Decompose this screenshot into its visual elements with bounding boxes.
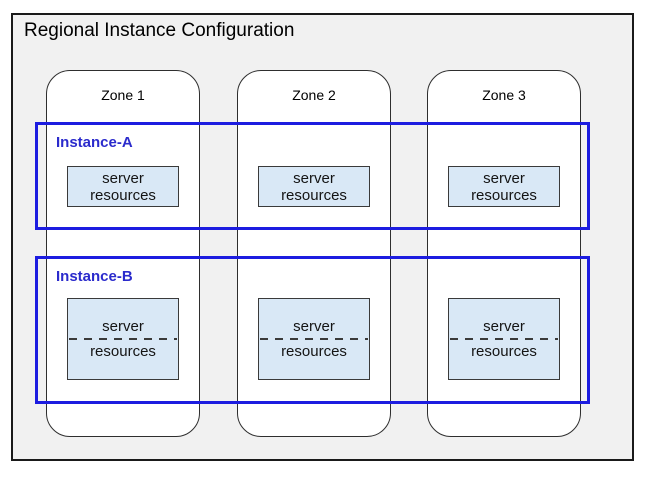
server-resources-box: server resources [448, 166, 560, 207]
instance-b-label: Instance-B [56, 268, 133, 285]
zone-3-label: Zone 3 [482, 87, 526, 103]
instance-a-label: Instance-A [56, 134, 133, 151]
server-resources-line2: resources [281, 187, 347, 204]
zone-1-label: Zone 1 [101, 87, 145, 103]
page-title: Regional Instance Configuration [24, 20, 295, 41]
server-resources-line1: server [483, 170, 525, 187]
server-resources-line1: server [102, 170, 144, 187]
server-resources-line1: server [483, 318, 525, 335]
server-resources-box-split: server resources [448, 298, 560, 380]
server-resources-line2: resources [471, 343, 537, 360]
server-resources-box-split: server resources [67, 298, 179, 380]
server-resources-line2: resources [90, 187, 156, 204]
server-resources-box: server resources [67, 166, 179, 207]
resource-split-divider [260, 338, 368, 340]
server-resources-line1: server [102, 318, 144, 335]
server-resources-box-split: server resources [258, 298, 370, 380]
server-resources-line2: resources [90, 343, 156, 360]
zone-2-label: Zone 2 [292, 87, 336, 103]
server-resources-box: server resources [258, 166, 370, 207]
server-resources-line1: server [293, 170, 335, 187]
instance-b-box: Instance-B [35, 256, 590, 404]
server-resources-line1: server [293, 318, 335, 335]
resource-split-divider [450, 338, 558, 340]
resource-split-divider [69, 338, 177, 340]
server-resources-line2: resources [281, 343, 347, 360]
server-resources-line2: resources [471, 187, 537, 204]
instance-a-box: Instance-A [35, 122, 590, 230]
